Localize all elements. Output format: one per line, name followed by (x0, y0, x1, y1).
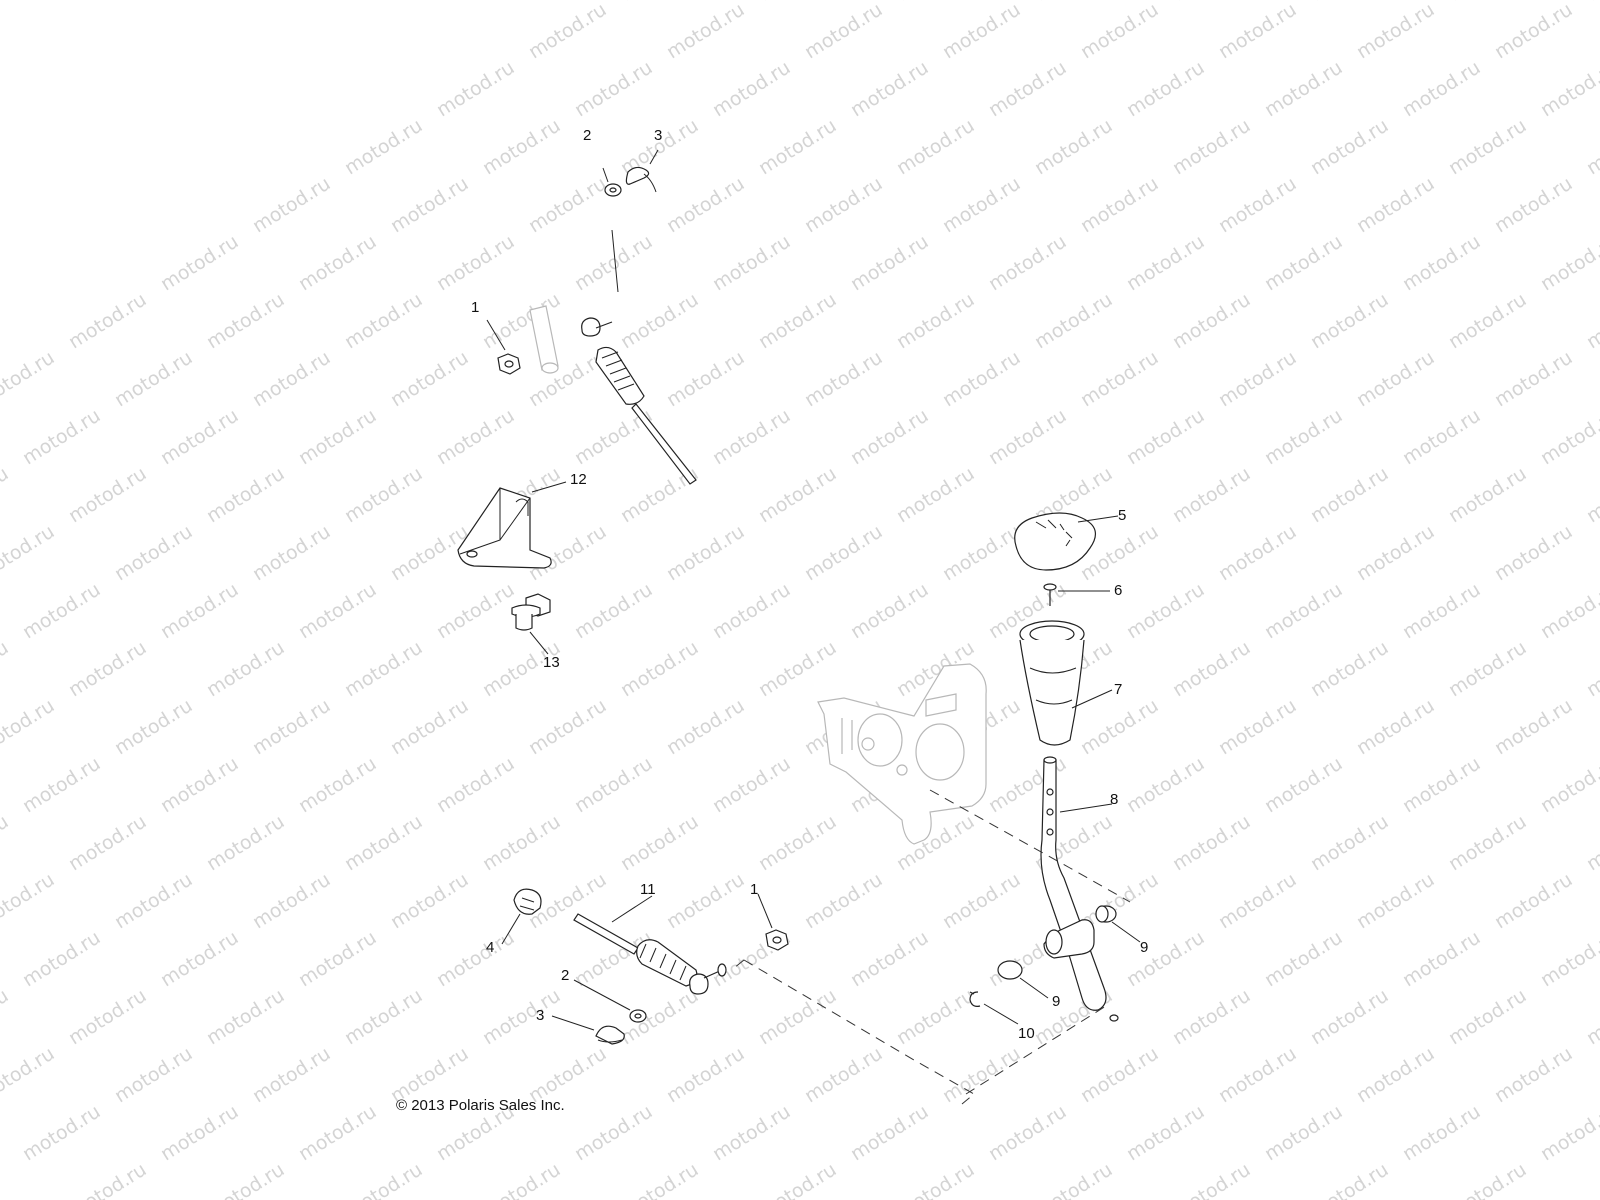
cable-bracket (457, 481, 567, 569)
cable-top (631, 403, 697, 485)
cable-clip (501, 888, 542, 945)
callout-9-right: 9 (1140, 939, 1149, 956)
mounting-plate-ghost (817, 663, 987, 845)
callout-2-bottom: 2 (561, 967, 570, 984)
callout-7: 7 (1114, 681, 1123, 698)
bushing-right (1095, 905, 1141, 943)
shift-boot (1019, 620, 1113, 746)
copyright-notice: © 2013 Polaris Sales Inc. (396, 1097, 565, 1114)
callout-12: 12 (570, 471, 587, 488)
shift-lever (1040, 756, 1119, 1022)
callout-1-top: 1 (471, 299, 480, 316)
callout-1-bottom: 1 (750, 881, 759, 898)
cotter-pin-bottom (551, 1015, 625, 1045)
callout-9-left: 9 (1052, 993, 1061, 1010)
washer-bottom (573, 979, 647, 1023)
bushing-left (997, 960, 1049, 999)
cable-end-top (581, 317, 601, 337)
callout-3-top: 3 (654, 127, 663, 144)
cotter-pin-top (625, 166, 650, 185)
callout-3-bottom: 3 (536, 1007, 545, 1024)
callout-4: 4 (486, 939, 495, 956)
assembly-guide-lines (733, 789, 1131, 1105)
flange-bolt (511, 593, 551, 655)
callout-6: 6 (1114, 582, 1123, 599)
callout-8: 8 (1110, 791, 1119, 808)
e-clip (969, 991, 1019, 1025)
knob-screw (1043, 583, 1110, 606)
callout-13: 13 (543, 654, 560, 671)
upper-cable-assembly (486, 149, 697, 485)
callout-10: 10 (1018, 1025, 1035, 1042)
callout-2-top: 2 (583, 127, 592, 144)
clevis-pin-ghost (529, 305, 559, 371)
nut-bottom (757, 893, 789, 951)
callout-5: 5 (1118, 507, 1127, 524)
lower-cable-assembly (573, 895, 727, 995)
callout-11: 11 (640, 881, 656, 898)
shift-knob (1014, 512, 1119, 571)
cable-boot-top (595, 346, 645, 405)
